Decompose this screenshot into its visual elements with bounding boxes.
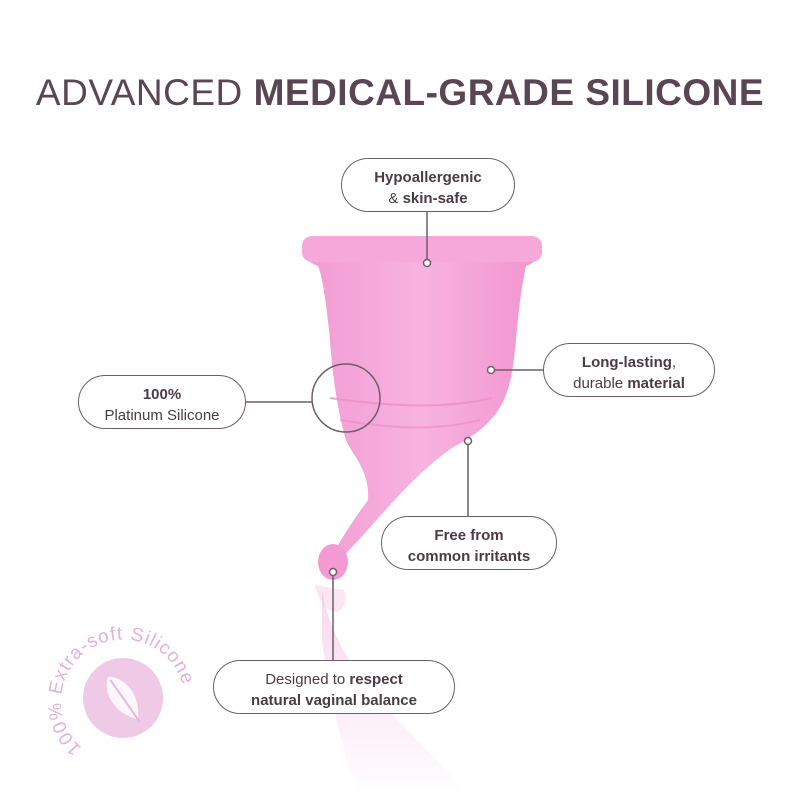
callout-text: 100% bbox=[142, 386, 182, 403]
feather-icon bbox=[106, 676, 142, 724]
callout-text: & bbox=[388, 190, 403, 207]
title-light: ADVANCED bbox=[35, 72, 243, 113]
callout-line: common irritants bbox=[394, 546, 544, 567]
callout-line: natural vaginal balance bbox=[226, 690, 442, 711]
callout-text: durable bbox=[573, 375, 628, 392]
callout-hypoallergenic: Hypoallergenic & skin-safe bbox=[341, 158, 515, 212]
callout-text: Hypoallergenic bbox=[374, 169, 482, 186]
cup-reflection bbox=[315, 585, 470, 800]
callout-line: Free from bbox=[394, 525, 544, 546]
callout-line: durable material bbox=[556, 373, 702, 394]
callout-text: Long-lasting bbox=[581, 354, 672, 371]
callout-line: & skin-safe bbox=[354, 188, 502, 209]
callout-text: , bbox=[671, 354, 677, 371]
callout-text: common irritants bbox=[407, 548, 531, 565]
callout-platinum-silicone: 100% Platinum Silicone bbox=[78, 375, 246, 429]
menstrual-cup bbox=[302, 236, 542, 580]
callout-line: Hypoallergenic bbox=[354, 167, 502, 188]
callout-text: respect bbox=[349, 671, 403, 688]
callout-line: Platinum Silicone bbox=[91, 405, 233, 426]
callout-long-lasting: Long-lasting, durable material bbox=[543, 343, 715, 397]
detail-circle bbox=[311, 363, 381, 433]
page-title: ADVANCED MEDICAL-GRADE SILICONE bbox=[0, 72, 800, 114]
leader-lines bbox=[246, 212, 543, 660]
callout-free-from-irritants: Free from common irritants bbox=[381, 516, 557, 570]
callout-text: material bbox=[627, 375, 685, 392]
leader-dots bbox=[328, 258, 496, 577]
callout-text: Platinum Silicone bbox=[104, 407, 220, 424]
callout-text: Free from bbox=[434, 527, 504, 544]
callout-text: natural vaginal balance bbox=[251, 692, 417, 709]
callout-line: 100% bbox=[91, 384, 233, 405]
extra-soft-badge: 100% Extra-soft Silicone bbox=[45, 623, 198, 759]
callout-text: Designed to bbox=[265, 671, 350, 688]
callout-text: skin-safe bbox=[402, 190, 468, 207]
title-bold: MEDICAL-GRADE SILICONE bbox=[253, 72, 765, 113]
callout-vaginal-balance: Designed to respect natural vaginal bala… bbox=[213, 660, 455, 714]
callout-line: Designed to respect bbox=[226, 669, 442, 690]
callout-line: Long-lasting, bbox=[556, 352, 702, 373]
